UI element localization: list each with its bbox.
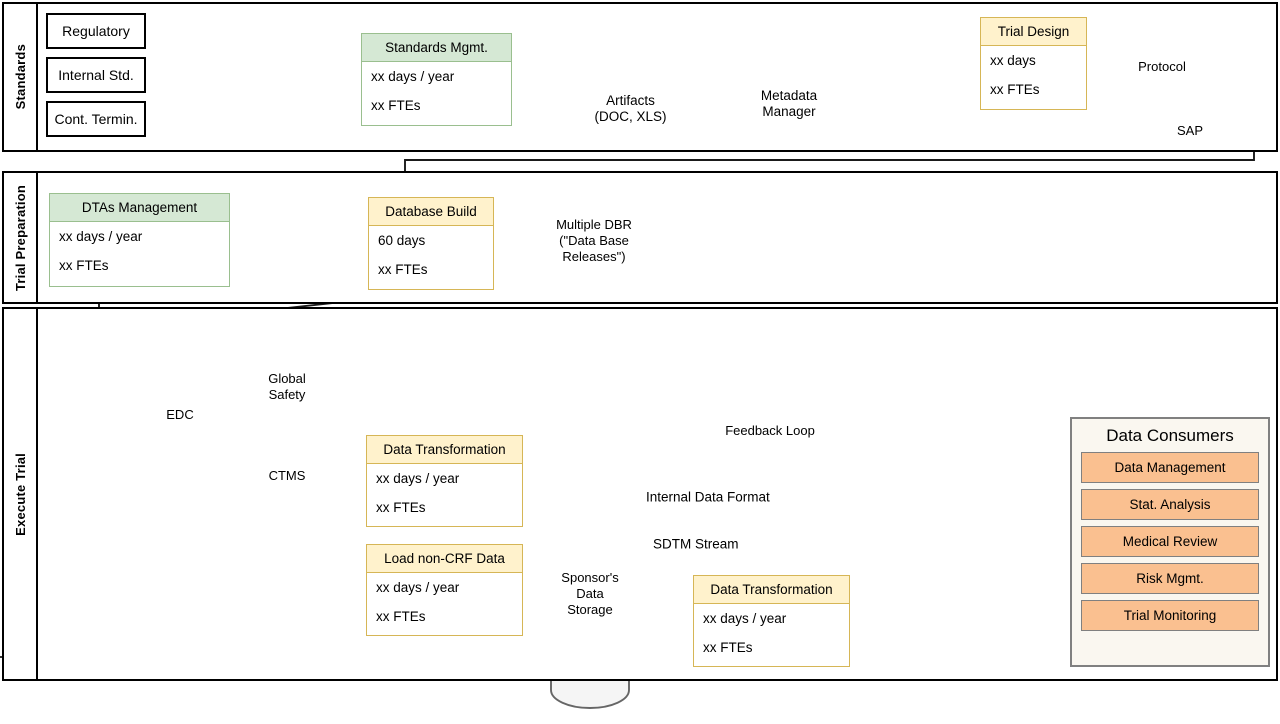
card-data-transformation-bottom-row2: xx FTEs bbox=[703, 640, 753, 655]
card-dtas-management-title: DTAs Management bbox=[50, 194, 229, 222]
consumer-item-risk-mgmt[interactable]: Risk Mgmt. bbox=[1081, 563, 1259, 594]
lane-execute-trial-title: Execute Trial bbox=[4, 309, 38, 679]
card-database-build-title: Database Build bbox=[369, 198, 493, 226]
card-dtas-management-row2: xx FTEs bbox=[59, 258, 109, 273]
ctms-label: CTMS bbox=[268, 468, 306, 483]
sponsor-storage-label: Sponsor's Data Storage bbox=[561, 570, 619, 617]
card-load-non-crf-data[interactable]: Load non-CRF Data xx days / year xx FTEs bbox=[366, 544, 523, 636]
consumer-item-stat-analysis[interactable]: Stat. Analysis bbox=[1081, 489, 1259, 520]
global-safety-label: Global Safety bbox=[268, 371, 306, 402]
card-dtas-management[interactable]: DTAs Management xx days / year xx FTEs bbox=[49, 193, 230, 287]
panel-data-consumers-title: Data Consumers bbox=[1106, 426, 1234, 445]
feedback-loop-label: Feedback Loop bbox=[714, 423, 826, 439]
input-box-cont-termin[interactable]: Cont. Termin. bbox=[46, 101, 146, 137]
lane-trial-preparation-title: Trial Preparation bbox=[4, 173, 38, 302]
protocol-label: Protocol bbox=[1138, 59, 1186, 74]
card-dtas-management-row1: xx days / year bbox=[59, 229, 143, 244]
card-standards-mgmt-row2: xx FTEs bbox=[371, 98, 421, 113]
card-data-transformation-top[interactable]: Data Transformation xx days / year xx FT… bbox=[366, 435, 523, 527]
artifacts-label: Artifacts (DOC, XLS) bbox=[594, 93, 667, 124]
lane-execute-trial: Execute Trial bbox=[2, 307, 1278, 681]
card-standards-mgmt[interactable]: Standards Mgmt. xx days / year xx FTEs bbox=[361, 33, 512, 126]
card-data-transformation-bottom-title: Data Transformation bbox=[694, 576, 849, 604]
consumer-item-trial-monitoring[interactable]: Trial Monitoring bbox=[1081, 600, 1259, 631]
edc-label: EDC bbox=[166, 407, 194, 422]
input-box-regulatory[interactable]: Regulatory bbox=[46, 13, 146, 49]
card-data-transformation-top-title: Data Transformation bbox=[367, 436, 522, 464]
block-arrow-internal-data-format: Internal Data Format bbox=[646, 489, 770, 505]
card-database-build[interactable]: Database Build 60 days xx FTEs bbox=[368, 197, 494, 290]
panel-data-consumers: Data Consumers Data Management Stat. Ana… bbox=[1070, 417, 1270, 667]
card-standards-mgmt-row1: xx days / year bbox=[371, 69, 455, 84]
multiple-dbr-note: Multiple DBR ("Data Base Releases") bbox=[556, 217, 632, 264]
card-standards-mgmt-title: Standards Mgmt. bbox=[362, 34, 511, 62]
card-database-build-row2: xx FTEs bbox=[378, 262, 428, 277]
card-data-transformation-bottom-row1: xx days / year bbox=[703, 611, 787, 626]
sap-label: SAP bbox=[1176, 123, 1203, 138]
card-trial-design-row1: xx days bbox=[990, 53, 1036, 68]
card-data-transformation-top-row1: xx days / year bbox=[376, 471, 460, 486]
card-data-transformation-top-row2: xx FTEs bbox=[376, 500, 426, 515]
consumer-item-medical-review[interactable]: Medical Review bbox=[1081, 526, 1259, 557]
card-trial-design-title: Trial Design bbox=[981, 18, 1086, 46]
card-trial-design-row2: xx FTEs bbox=[990, 82, 1040, 97]
card-load-non-crf-data-row2: xx FTEs bbox=[376, 609, 426, 624]
consumer-item-data-management[interactable]: Data Management bbox=[1081, 452, 1259, 483]
card-load-non-crf-data-row1: xx days / year bbox=[376, 580, 460, 595]
card-database-build-row1: 60 days bbox=[378, 233, 426, 248]
block-arrow-sdtm-stream: SDTM Stream bbox=[653, 536, 739, 551]
lane-standards-title: Standards bbox=[4, 4, 38, 150]
metadata-manager-label: Metadata Manager bbox=[760, 88, 818, 119]
card-data-transformation-bottom[interactable]: Data Transformation xx days / year xx FT… bbox=[693, 575, 850, 667]
card-load-non-crf-data-title: Load non-CRF Data bbox=[367, 545, 522, 573]
card-trial-design[interactable]: Trial Design xx days xx FTEs bbox=[980, 17, 1087, 110]
input-box-internal-std[interactable]: Internal Std. bbox=[46, 57, 146, 93]
